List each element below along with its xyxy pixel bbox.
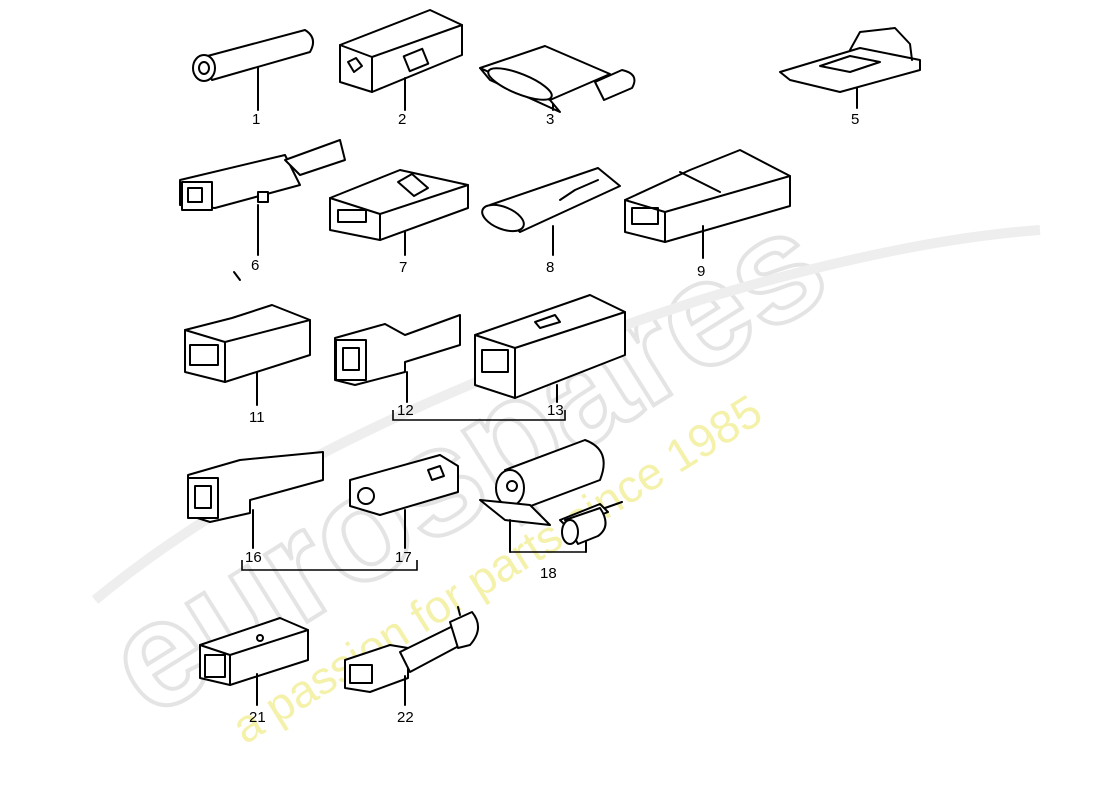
callout-22: 22 [397,709,414,726]
part-16-connector [187,451,324,549]
part-5-bracket [779,27,921,109]
callout-1: 1 [252,111,260,128]
group-bracket-12-13 [392,410,566,421]
callout-21: 21 [249,709,266,726]
part-9-housing [624,149,791,259]
part-1-tube [192,29,315,111]
group-bracket-16-17 [241,560,418,571]
callout-8: 8 [546,259,554,276]
part-6-connector [179,139,346,281]
part-3-flat-connector [479,45,636,113]
callout-7: 7 [399,259,407,276]
callout-16: 16 [245,549,262,566]
callout-3: 3 [546,111,554,128]
callout-2: 2 [398,111,406,128]
callout-17: 17 [395,549,412,566]
callout-5: 5 [851,111,859,128]
part-22-terminal [344,606,479,706]
part-18-socket-assembly [479,439,623,553]
watermark-logo: eurospares [78,176,853,747]
callout-18: 18 [540,565,557,582]
part-13-housing [474,294,626,403]
part-8-sleeve [481,167,621,256]
part-2-housing [339,9,463,111]
part-12-connector [334,314,461,403]
part-7-housing [329,169,469,256]
callout-12: 12 [397,402,414,419]
callout-6: 6 [251,257,259,274]
callout-11: 11 [249,409,265,426]
callout-9: 9 [697,263,705,280]
part-21-housing [199,617,309,706]
callout-13: 13 [547,402,564,419]
part-11-housing [184,304,311,406]
part-17-connector [349,454,459,549]
